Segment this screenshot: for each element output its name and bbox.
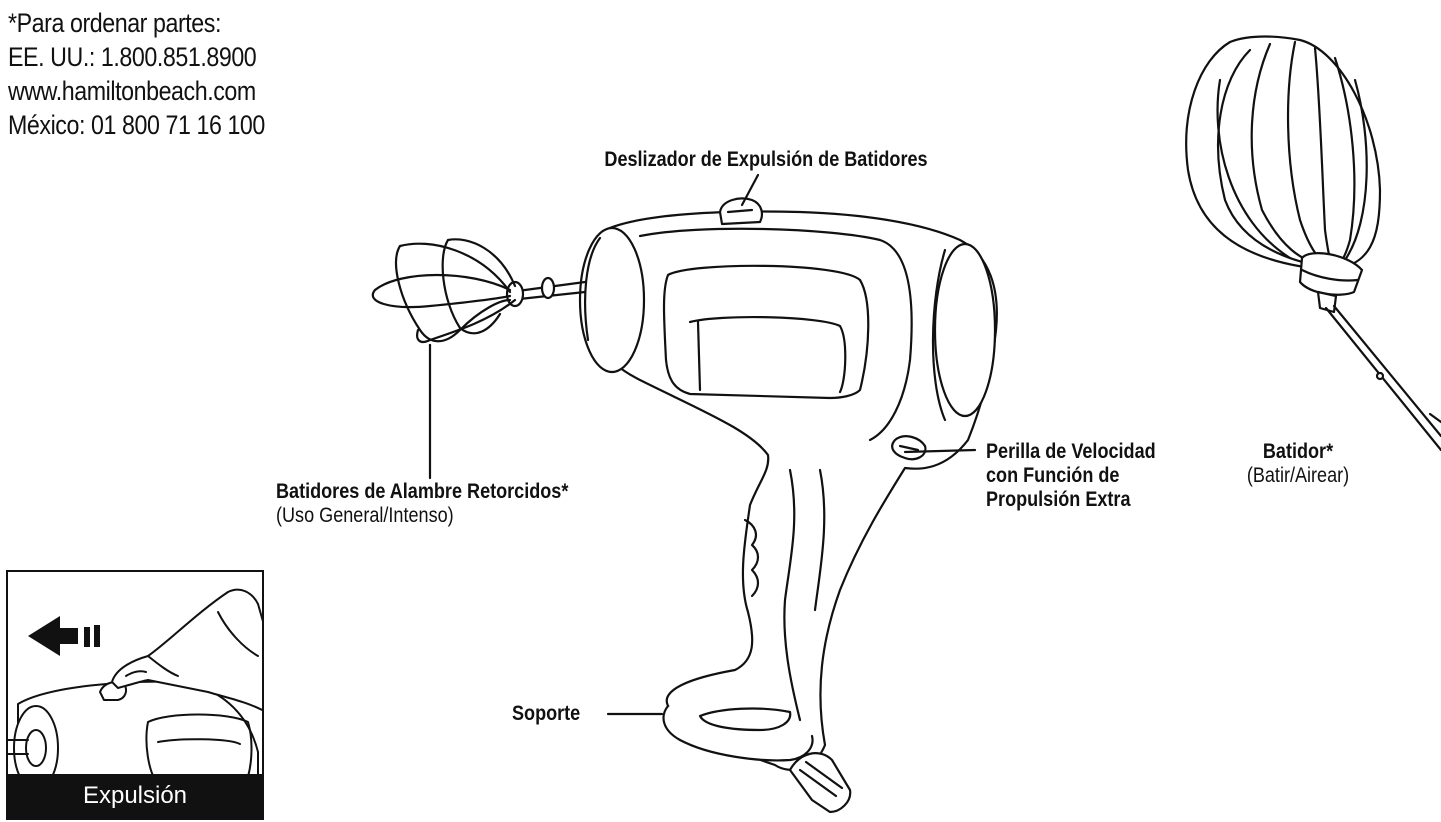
twisted-wire-beaters <box>371 238 587 348</box>
speed-leader-line <box>903 448 977 454</box>
beaters-title: Batidores de Alambre Retorcidos* <box>276 480 569 503</box>
speed-line-3: Propulsión Extra <box>986 488 1131 511</box>
eject-arrow-bar-1 <box>84 627 90 647</box>
ejector-label: Deslizador de Expulsión de Batidores <box>604 148 928 171</box>
whisk-label: Batidor* (Batir/Airear) <box>1238 440 1358 488</box>
ejector-leader-line <box>740 173 760 207</box>
mexico-phone: México: 01 800 71 16 100 <box>8 110 265 140</box>
beaters-subtitle: (Uso General/Intenso) <box>276 504 454 527</box>
ejection-caption: Expulsión <box>8 774 262 818</box>
whisk-illustration <box>1185 35 1441 452</box>
stand-label: Soporte <box>512 702 581 725</box>
eject-arrow-bar-2 <box>94 625 100 647</box>
mixer-body <box>578 197 998 814</box>
ejection-inset: Expulsión <box>6 570 264 820</box>
parts-ordering-title: *Para ordenar partes: <box>8 8 221 38</box>
speed-line-2: con Función de <box>986 464 1120 487</box>
whisk-subtitle: (Batir/Airear) <box>1246 464 1350 487</box>
whisk-title: Batidor* <box>1262 440 1334 463</box>
beaters-label: Batidores de Alambre Retorcidos* (Uso Ge… <box>276 480 568 528</box>
eject-arrow-icon <box>28 616 78 656</box>
speed-control-label: Perilla de Velocidad con Función de Prop… <box>986 440 1156 512</box>
website: www.hamiltonbeach.com <box>8 76 256 106</box>
parts-ordering-info: *Para ordenar partes: EE. UU.: 1.800.851… <box>8 6 265 142</box>
speed-line-1: Perilla de Velocidad <box>986 440 1156 463</box>
us-phone: EE. UU.: 1.800.851.8900 <box>8 42 257 72</box>
